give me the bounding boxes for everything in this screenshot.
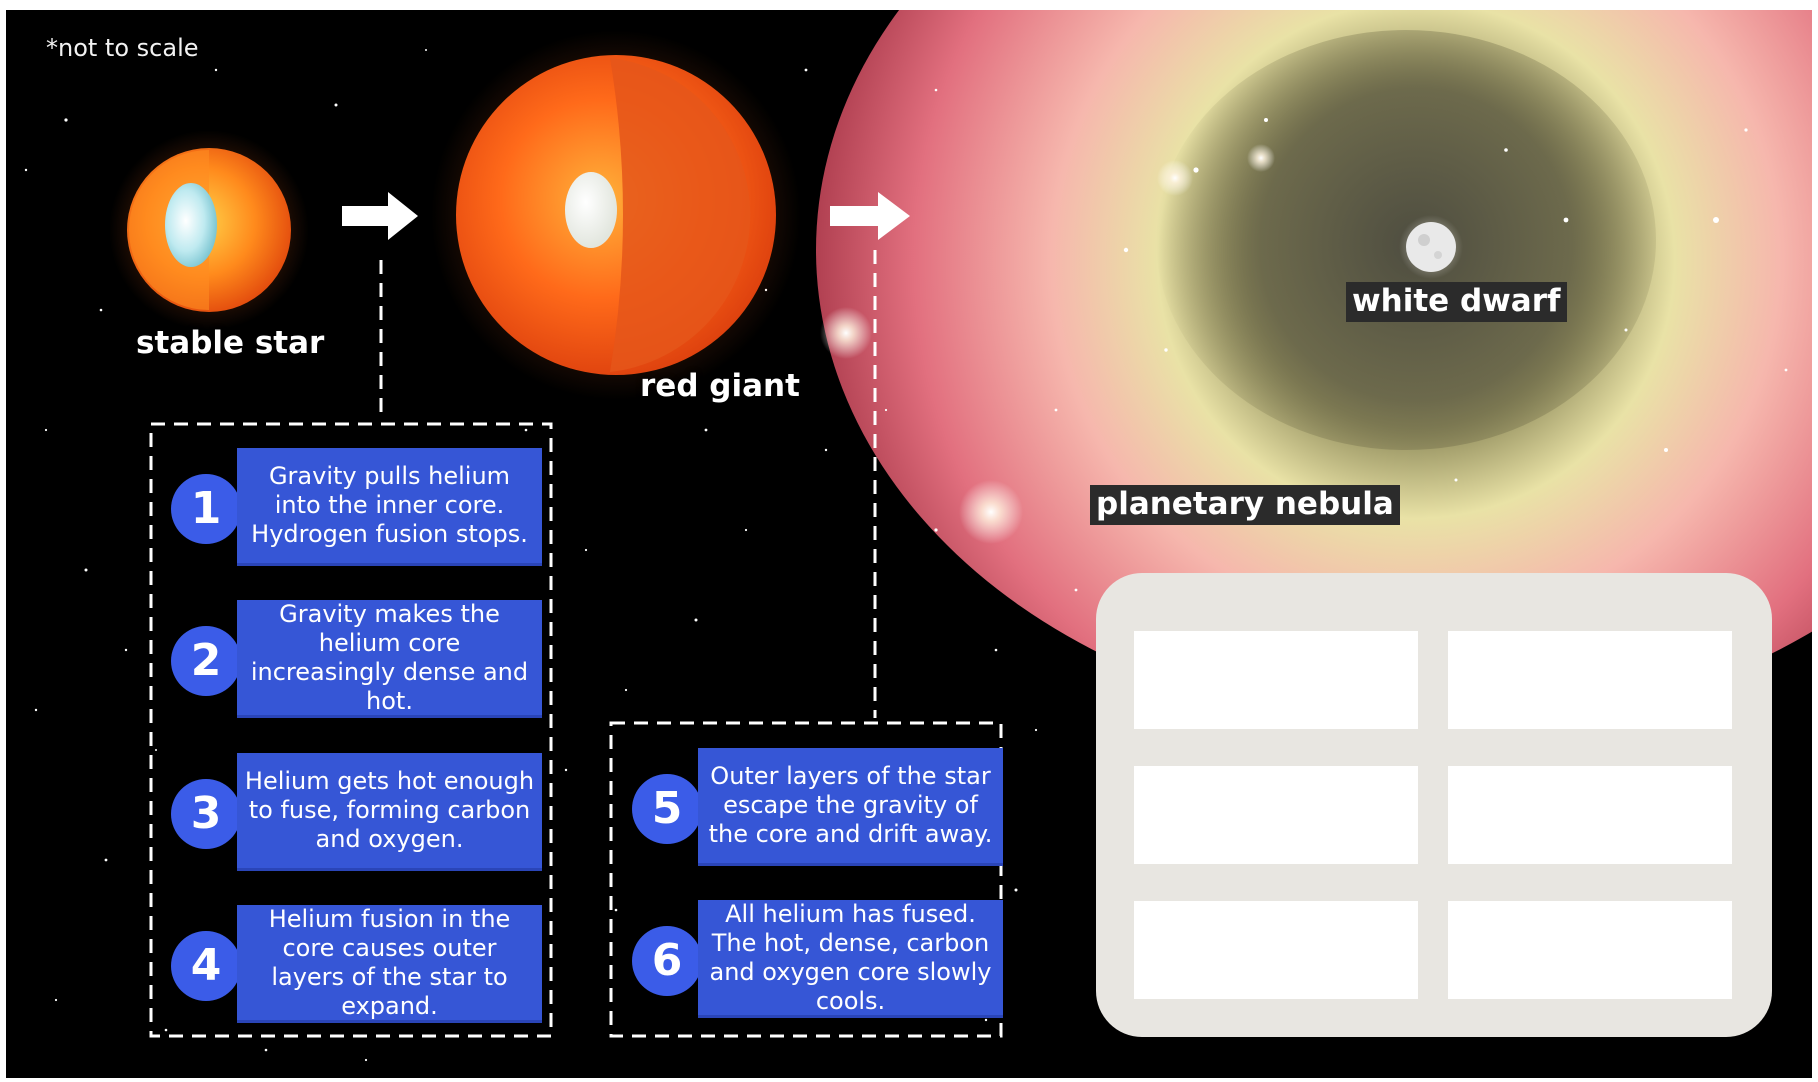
diagram-stage: *not to scale stable star red giant whit… xyxy=(6,10,1812,1078)
step-number: 5 xyxy=(632,774,702,844)
step-text: Helium gets hot enough to fuse, forming … xyxy=(237,753,542,871)
space-background xyxy=(6,10,1812,1078)
answer-slot[interactable] xyxy=(1134,766,1418,864)
step-text: Gravity makes the helium core increasing… xyxy=(237,600,542,718)
answer-slot[interactable] xyxy=(1448,766,1732,864)
red-giant-label: red giant xyxy=(640,368,800,404)
scale-note: *not to scale xyxy=(46,34,199,62)
arrow-right-icon xyxy=(342,192,418,240)
answer-slot[interactable] xyxy=(1134,631,1418,729)
step-text: Gravity pulls helium into the inner core… xyxy=(237,448,542,566)
step-number: 4 xyxy=(171,931,241,1001)
planetary-nebula-label: planetary nebula xyxy=(1090,485,1400,525)
arrow-right-icon xyxy=(830,192,910,240)
step-number: 3 xyxy=(171,779,241,849)
answer-slot[interactable] xyxy=(1448,901,1732,999)
answer-panel xyxy=(1096,573,1772,1037)
stable-star-label: stable star xyxy=(136,325,325,361)
answer-slot[interactable] xyxy=(1134,901,1418,999)
step-number: 1 xyxy=(171,474,241,544)
white-dwarf-image xyxy=(1406,222,1456,272)
answer-slot[interactable] xyxy=(1448,631,1732,729)
step-text: All helium has fused. The hot, dense, ca… xyxy=(698,900,1003,1018)
step-number: 2 xyxy=(171,626,241,696)
step-text: Outer layers of the star escape the grav… xyxy=(698,748,1003,866)
white-dwarf-label: white dwarf xyxy=(1346,282,1567,322)
step-number: 6 xyxy=(632,926,702,996)
step-text: Helium fusion in the core causes outer l… xyxy=(237,905,542,1023)
